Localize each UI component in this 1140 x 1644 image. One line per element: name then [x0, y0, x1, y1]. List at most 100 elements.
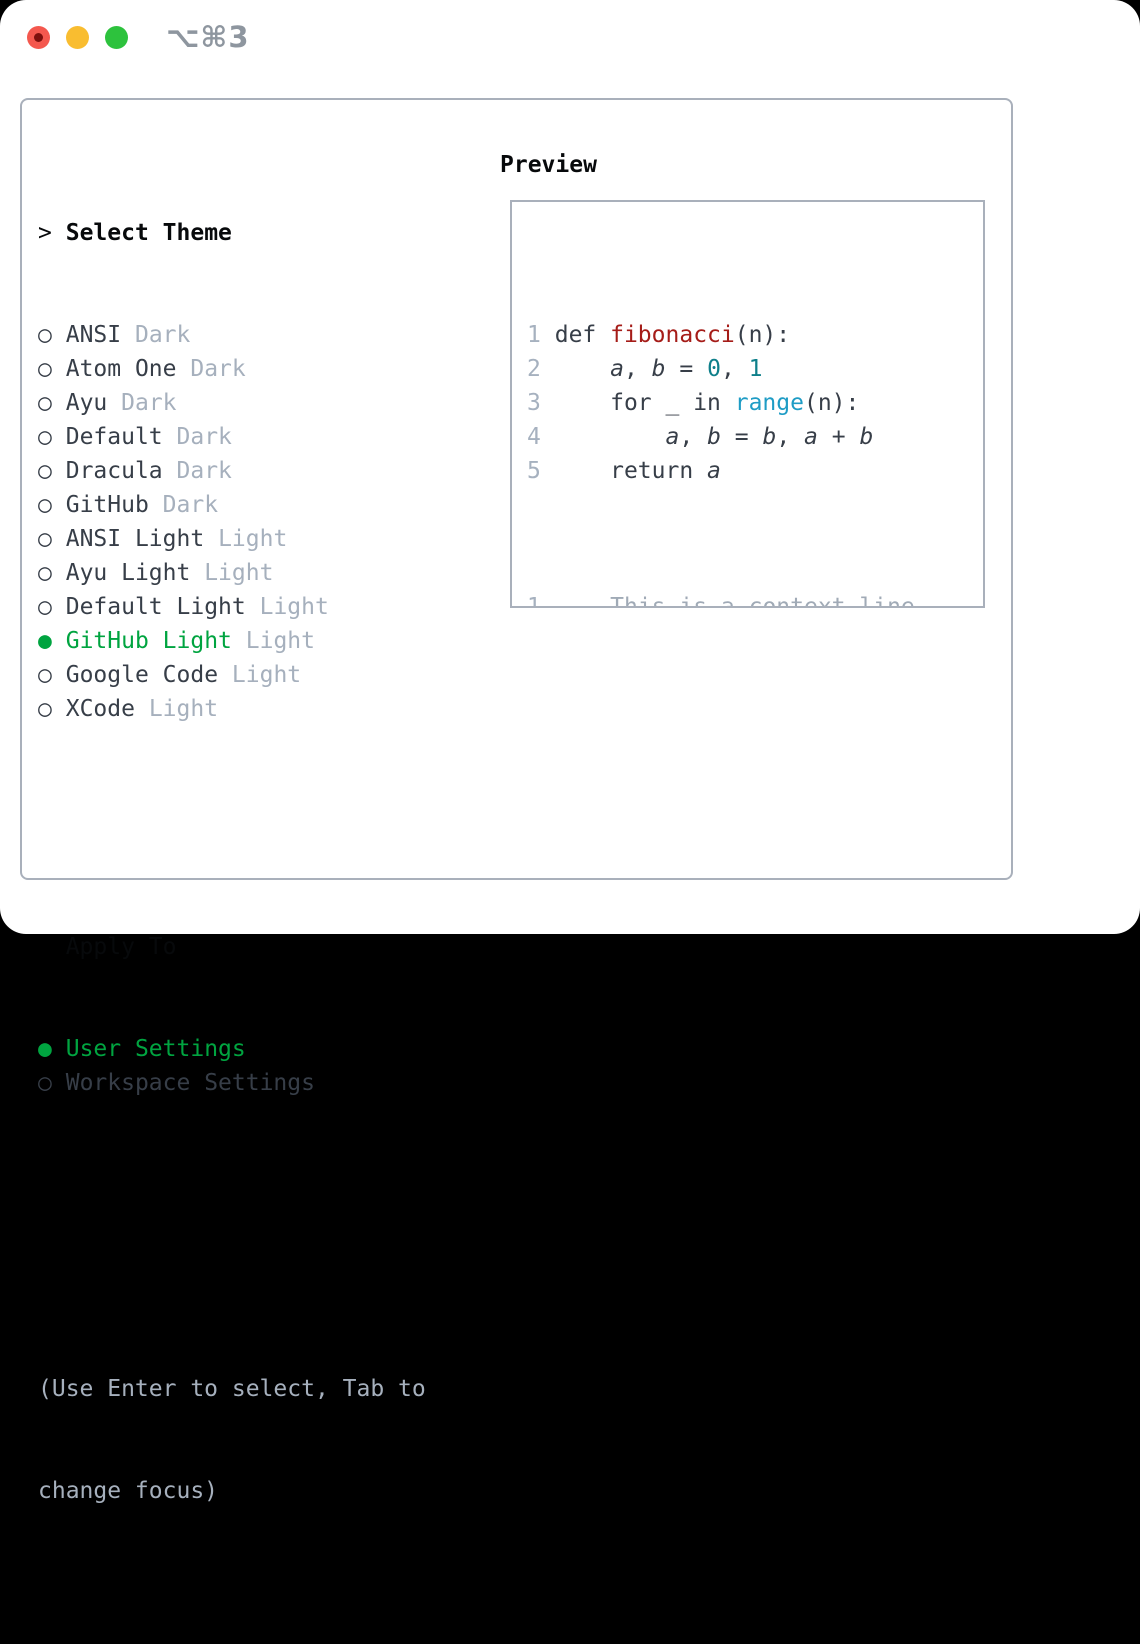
code-line: 4 a, b = b, a + b	[527, 420, 983, 454]
code-token: b	[651, 356, 666, 382]
code-token: ,	[623, 356, 652, 382]
code-token: ,	[679, 424, 708, 450]
hint-line-2: change focus)	[38, 1478, 219, 1504]
radio-icon: ○	[38, 594, 52, 620]
theme-option[interactable]: ○ ANSI Dark	[38, 318, 426, 352]
theme-variant: Dark	[134, 322, 191, 348]
code-token: fibonacci	[610, 322, 735, 348]
theme-option[interactable]: ○ Default Light Light	[38, 590, 426, 624]
code-token: b	[762, 424, 777, 450]
theme-option[interactable]: ○ Default Dark	[38, 420, 426, 454]
code-token: a	[610, 356, 624, 382]
code-line: 5 return a	[527, 454, 983, 488]
code-token: return	[554, 458, 708, 484]
window-title: ⌥⌘3	[166, 20, 250, 54]
theme-variant: Light	[259, 594, 329, 620]
theme-variant: Dark	[121, 390, 177, 416]
close-dot-icon	[34, 33, 43, 42]
theme-name: XCode	[65, 696, 135, 722]
apply-option[interactable]: ○ Workspace Settings	[38, 1066, 426, 1100]
theme-variant: Light	[204, 560, 274, 586]
radio-icon: ○	[38, 1070, 52, 1096]
code-token: b	[707, 424, 721, 450]
select-theme-header: > Select Theme	[38, 216, 426, 250]
code-token: (n):	[734, 322, 791, 348]
code-token: b	[859, 424, 874, 450]
theme-name: Ayu Light	[65, 560, 191, 586]
radio-icon: ○	[38, 696, 52, 722]
code-token: for _ in	[554, 390, 735, 416]
traffic-lights	[27, 26, 128, 49]
theme-picker: > Select Theme ○ ANSI Dark○ Atom One Dar…	[38, 148, 426, 1644]
apply-target-name: User Settings	[65, 1036, 246, 1062]
theme-option[interactable]: ● GitHub Light Light	[38, 624, 426, 658]
code-token: +	[817, 424, 860, 450]
theme-list: ○ ANSI Dark○ Atom One Dark○ Ayu Dark○ De…	[38, 318, 426, 726]
theme-settings-panel: > Select Theme ○ ANSI Dark○ Atom One Dar…	[20, 98, 1013, 1504]
select-theme-label: Select Theme	[65, 220, 232, 246]
theme-option[interactable]: ○ Dracula Dark	[38, 454, 426, 488]
theme-name: ANSI	[65, 322, 122, 348]
theme-variant: Light	[245, 628, 315, 654]
maximize-button[interactable]	[105, 26, 128, 49]
theme-option[interactable]: ○ XCode Light	[38, 692, 426, 726]
apply-option[interactable]: ● User Settings	[38, 1032, 426, 1066]
theme-variant: Dark	[176, 424, 232, 450]
theme-option[interactable]: ○ GitHub Dark	[38, 488, 426, 522]
code-token	[555, 424, 666, 450]
radio-icon: ●	[38, 628, 52, 654]
code-token: =	[720, 424, 763, 450]
radio-icon: ○	[38, 662, 52, 688]
theme-name: GitHub Light	[65, 628, 232, 654]
theme-name: GitHub	[65, 492, 149, 518]
line-number: 2	[527, 356, 541, 382]
theme-option[interactable]: ○ Google Code Light	[38, 658, 426, 692]
radio-icon: ○	[38, 322, 52, 348]
radio-icon: ○	[38, 424, 52, 450]
radio-icon: ○	[38, 526, 52, 552]
close-button[interactable]	[27, 26, 50, 49]
radio-icon: ○	[38, 390, 52, 416]
app-window: ⌥⌘3 > Select Theme ○ ANSI Dark○ Atom One…	[0, 0, 1140, 1504]
theme-name: Ayu	[65, 390, 108, 416]
code-line: 3 for _ in range(n):	[527, 386, 983, 420]
line-number: 1	[527, 594, 541, 608]
theme-variant: Light	[218, 526, 288, 552]
line-number: 4	[527, 424, 541, 450]
theme-option[interactable]: ○ Ayu Dark	[38, 386, 426, 420]
theme-variant: Dark	[176, 458, 232, 484]
theme-name: Atom One	[65, 356, 177, 382]
theme-name: Default Light	[65, 594, 246, 620]
code-token: a	[707, 458, 721, 484]
code-token: def	[554, 322, 611, 348]
theme-variant: Light	[148, 696, 219, 722]
theme-name: ANSI Light	[65, 526, 205, 552]
radio-icon: ○	[38, 356, 52, 382]
theme-option[interactable]: ○ Atom One Dark	[38, 352, 426, 386]
theme-option[interactable]: ○ ANSI Light Light	[38, 522, 426, 556]
diff-line: 1 This is a context line.	[527, 590, 983, 608]
apply-target-name: Workspace Settings	[65, 1070, 315, 1096]
hint-line-1: (Use Enter to select, Tab to	[38, 1376, 426, 1402]
theme-variant: Dark	[190, 356, 246, 382]
minimize-button[interactable]	[66, 26, 89, 49]
apply-to-header: Apply To	[38, 930, 426, 964]
code-token: =	[665, 356, 708, 382]
diff-marker	[582, 594, 596, 606]
diff-text: This is a context line.	[610, 594, 929, 608]
code-token: a	[804, 424, 818, 450]
focus-caret-icon: >	[38, 220, 52, 246]
theme-option[interactable]: ○ Ayu Light Light	[38, 556, 426, 590]
radio-icon: ○	[38, 492, 52, 518]
code-line: 2 a, b = 0, 1	[527, 352, 983, 386]
line-number: 5	[527, 458, 541, 484]
code-token: (n):	[803, 390, 860, 416]
code-token: 0	[707, 356, 721, 382]
keyboard-hint: (Use Enter to select, Tab to change focu…	[38, 1304, 426, 1576]
code-token: ,	[776, 424, 805, 450]
theme-variant: Light	[231, 662, 302, 688]
radio-icon: ○	[38, 560, 52, 586]
code-token: a	[665, 424, 680, 450]
